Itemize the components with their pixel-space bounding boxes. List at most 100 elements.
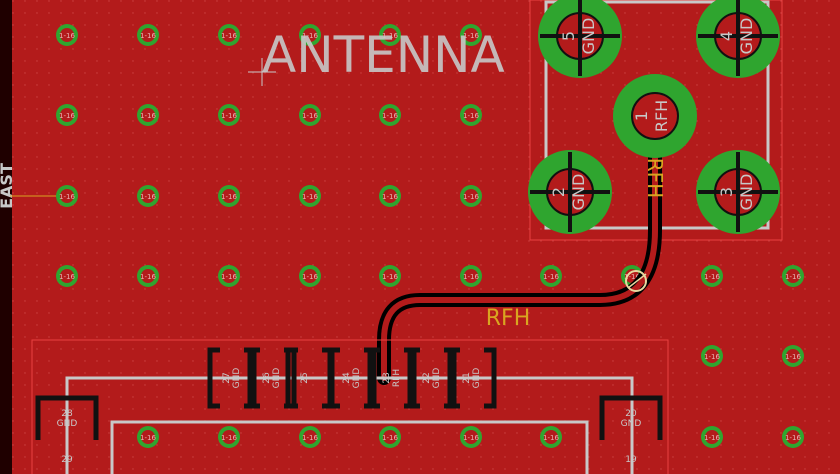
- via-label: 1-16: [382, 112, 398, 120]
- via[interactable]: 1-16: [701, 345, 723, 367]
- via[interactable]: 1-16: [56, 265, 78, 287]
- smd-pad-number: 27: [222, 372, 232, 383]
- via[interactable]: 1-16: [299, 265, 321, 287]
- via[interactable]: 1-16: [460, 426, 482, 448]
- antenna-pad-number: 2: [549, 187, 568, 197]
- antenna-pad-number: 4: [717, 31, 736, 41]
- via-label: 1-16: [140, 112, 156, 120]
- corner-pad-net: GND: [57, 419, 78, 429]
- antenna-title: ANTENNA: [262, 26, 505, 84]
- antenna-pad-4[interactable]: 4 GND: [696, 0, 780, 78]
- antenna-pad-number: 3: [717, 187, 736, 197]
- antenna-pad-1[interactable]: 1 RFH: [613, 74, 697, 158]
- via[interactable]: 1-16: [137, 24, 159, 46]
- smd-pad-number: 22: [422, 372, 432, 383]
- via-label: 1-16: [785, 434, 801, 442]
- module-corner-pad-right[interactable]: 20 GND 19: [599, 395, 663, 465]
- antenna-pad-net: GND: [579, 18, 598, 55]
- via[interactable]: 1-16: [218, 265, 240, 287]
- via-label: 1-16: [221, 434, 237, 442]
- via[interactable]: 1-16: [218, 24, 240, 46]
- corner-pad-net: GND: [621, 419, 642, 429]
- via[interactable]: 1-16: [782, 345, 804, 367]
- via[interactable]: 1-16: [299, 185, 321, 207]
- via[interactable]: 1-16: [299, 426, 321, 448]
- via[interactable]: 1-16: [218, 426, 240, 448]
- module-silk-inner: [110, 420, 589, 474]
- via[interactable]: 1-16: [218, 104, 240, 126]
- smd-pad-net: GND: [432, 368, 442, 389]
- via-label: 1-16: [140, 193, 156, 201]
- via[interactable]: 1-16: [137, 265, 159, 287]
- antenna-pad-number: 1: [632, 111, 651, 121]
- antenna-pad-net: GND: [569, 174, 588, 211]
- via-label: 1-16: [140, 434, 156, 442]
- via-label: 1-16: [302, 32, 318, 40]
- via[interactable]: 1-16: [379, 426, 401, 448]
- via-label: 1-16: [221, 32, 237, 40]
- via-label: 1-16: [543, 273, 559, 281]
- via[interactable]: 1-16: [379, 24, 401, 46]
- antenna-pads: 5 GND 4 GND 1 RFH 2 GN: [528, 0, 780, 234]
- via[interactable]: 1-16: [460, 104, 482, 126]
- corner-pad-number: 29: [61, 455, 73, 465]
- via[interactable]: 1-16: [379, 265, 401, 287]
- via[interactable]: 1-16: [218, 185, 240, 207]
- via-label: 1-16: [785, 273, 801, 281]
- via-label: 1-16: [302, 193, 318, 201]
- via-label: 1-16: [543, 434, 559, 442]
- via-label: 1-16: [59, 32, 75, 40]
- via[interactable]: 1-16: [701, 426, 723, 448]
- via-label: 1-16: [221, 112, 237, 120]
- via[interactable]: 1-16: [56, 104, 78, 126]
- via[interactable]: 1-16: [56, 24, 78, 46]
- antenna-pad-2[interactable]: 2 GND: [528, 150, 612, 234]
- antenna-net-label: RFH: [643, 158, 667, 198]
- module-corner-pad-left[interactable]: 28 GND 29: [35, 395, 99, 465]
- module-keepout: [31, 339, 669, 474]
- via-label: 1-16: [140, 273, 156, 281]
- via[interactable]: 1-16: [137, 426, 159, 448]
- via[interactable]: 1-16: [701, 265, 723, 287]
- via[interactable]: 1-16: [460, 265, 482, 287]
- smd-pad-number: 24: [342, 372, 352, 384]
- antenna-pad-net: RFH: [652, 100, 671, 132]
- via-label: 1-16: [140, 32, 156, 40]
- via-label: 1-16: [59, 273, 75, 281]
- via[interactable]: 1-16: [540, 426, 562, 448]
- via-label: 1-16: [221, 273, 237, 281]
- via[interactable]: 1-16: [299, 104, 321, 126]
- antenna-pad-3[interactable]: 3 GND: [696, 150, 780, 234]
- via[interactable]: 1-16: [540, 265, 562, 287]
- via[interactable]: 1-16: [460, 185, 482, 207]
- via[interactable]: 1-16: [782, 265, 804, 287]
- via-label: 1-16: [382, 273, 398, 281]
- via-label: 1-16: [463, 193, 479, 201]
- via[interactable]: 1-16: [379, 104, 401, 126]
- via-label: 1-16: [704, 353, 720, 361]
- via[interactable]: 1-16: [56, 185, 78, 207]
- smd-pad-net: RFH: [392, 369, 402, 387]
- via[interactable]: 1-16: [137, 104, 159, 126]
- corner-pad-number: 28: [61, 409, 73, 419]
- via-label: 1-16: [59, 193, 75, 201]
- via[interactable]: 1-16: [782, 426, 804, 448]
- via-label: 1-16: [382, 434, 398, 442]
- antenna-pad-5[interactable]: 5 GND: [538, 0, 622, 78]
- via[interactable]: 1-16: [379, 185, 401, 207]
- antenna-pad-net: GND: [737, 174, 756, 211]
- grid-overlay: [12, 0, 840, 474]
- via-label: 1-16: [382, 32, 398, 40]
- via[interactable]: 1-16: [460, 24, 482, 46]
- via-label: 1-16: [463, 434, 479, 442]
- antenna-pad-net: GND: [737, 18, 756, 55]
- smd-pad-net: GND: [272, 368, 282, 389]
- via-label: 1-16: [463, 273, 479, 281]
- smd-pad-number: 23: [382, 372, 392, 383]
- module-silk-outer: [65, 376, 634, 474]
- via[interactable]: 1-16: [299, 24, 321, 46]
- via[interactable]: 1-16: [137, 185, 159, 207]
- smd-pad-number: 25: [300, 372, 310, 383]
